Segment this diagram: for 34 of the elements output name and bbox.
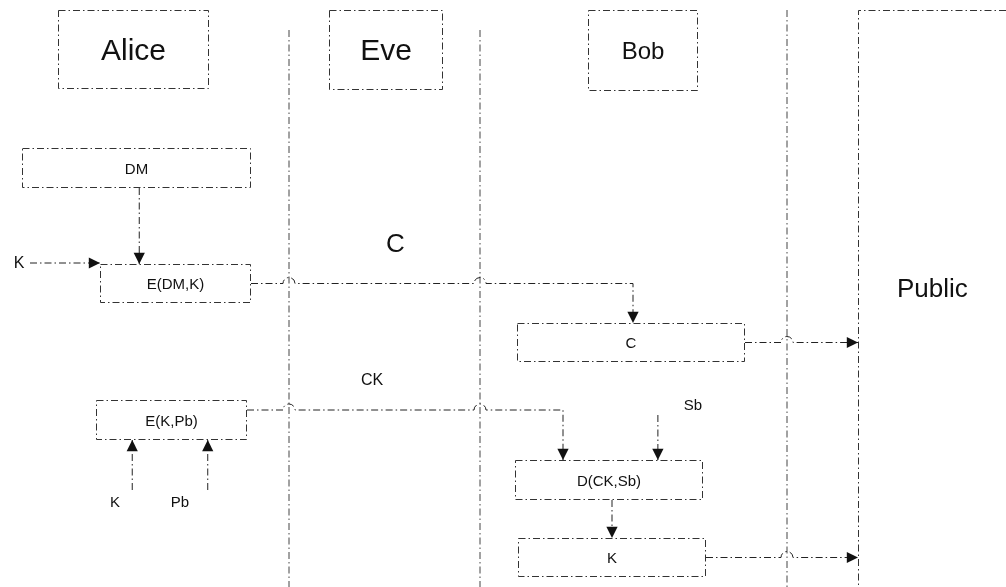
box-label: Eve bbox=[360, 33, 412, 67]
input-label: K bbox=[110, 492, 120, 510]
arrow bbox=[652, 414, 664, 461]
public-zone bbox=[858, 10, 1006, 587]
arrow bbox=[126, 439, 138, 491]
box-label: E(DM,K) bbox=[146, 275, 205, 292]
arrow bbox=[246, 403, 569, 461]
process-box bbox=[58, 10, 209, 89]
arrow bbox=[744, 336, 859, 349]
process-box bbox=[518, 538, 706, 577]
zone-label: Public bbox=[897, 273, 968, 304]
arrow bbox=[133, 187, 145, 265]
box-label: C bbox=[625, 334, 637, 351]
box-label: K bbox=[607, 549, 617, 566]
process-box bbox=[329, 10, 443, 90]
box-label: Bob bbox=[621, 36, 665, 65]
arrow bbox=[202, 439, 214, 491]
process-box bbox=[588, 10, 698, 91]
input-label: Sb bbox=[683, 395, 703, 413]
process-box bbox=[100, 264, 251, 303]
box-label: E(K,Pb) bbox=[145, 411, 198, 429]
box-label: DM bbox=[124, 159, 149, 177]
process-box bbox=[517, 323, 745, 362]
box-label: D(CK,Sb) bbox=[576, 471, 642, 489]
arrow bbox=[606, 499, 618, 539]
arrow bbox=[250, 277, 639, 324]
process-box bbox=[22, 148, 251, 188]
process-box bbox=[96, 400, 247, 440]
box-label: Alice bbox=[101, 32, 166, 67]
arrow bbox=[705, 551, 859, 564]
input-label: Pb bbox=[170, 492, 190, 510]
process-box bbox=[515, 460, 703, 500]
input-label: K bbox=[13, 254, 25, 272]
arrow bbox=[29, 257, 101, 269]
